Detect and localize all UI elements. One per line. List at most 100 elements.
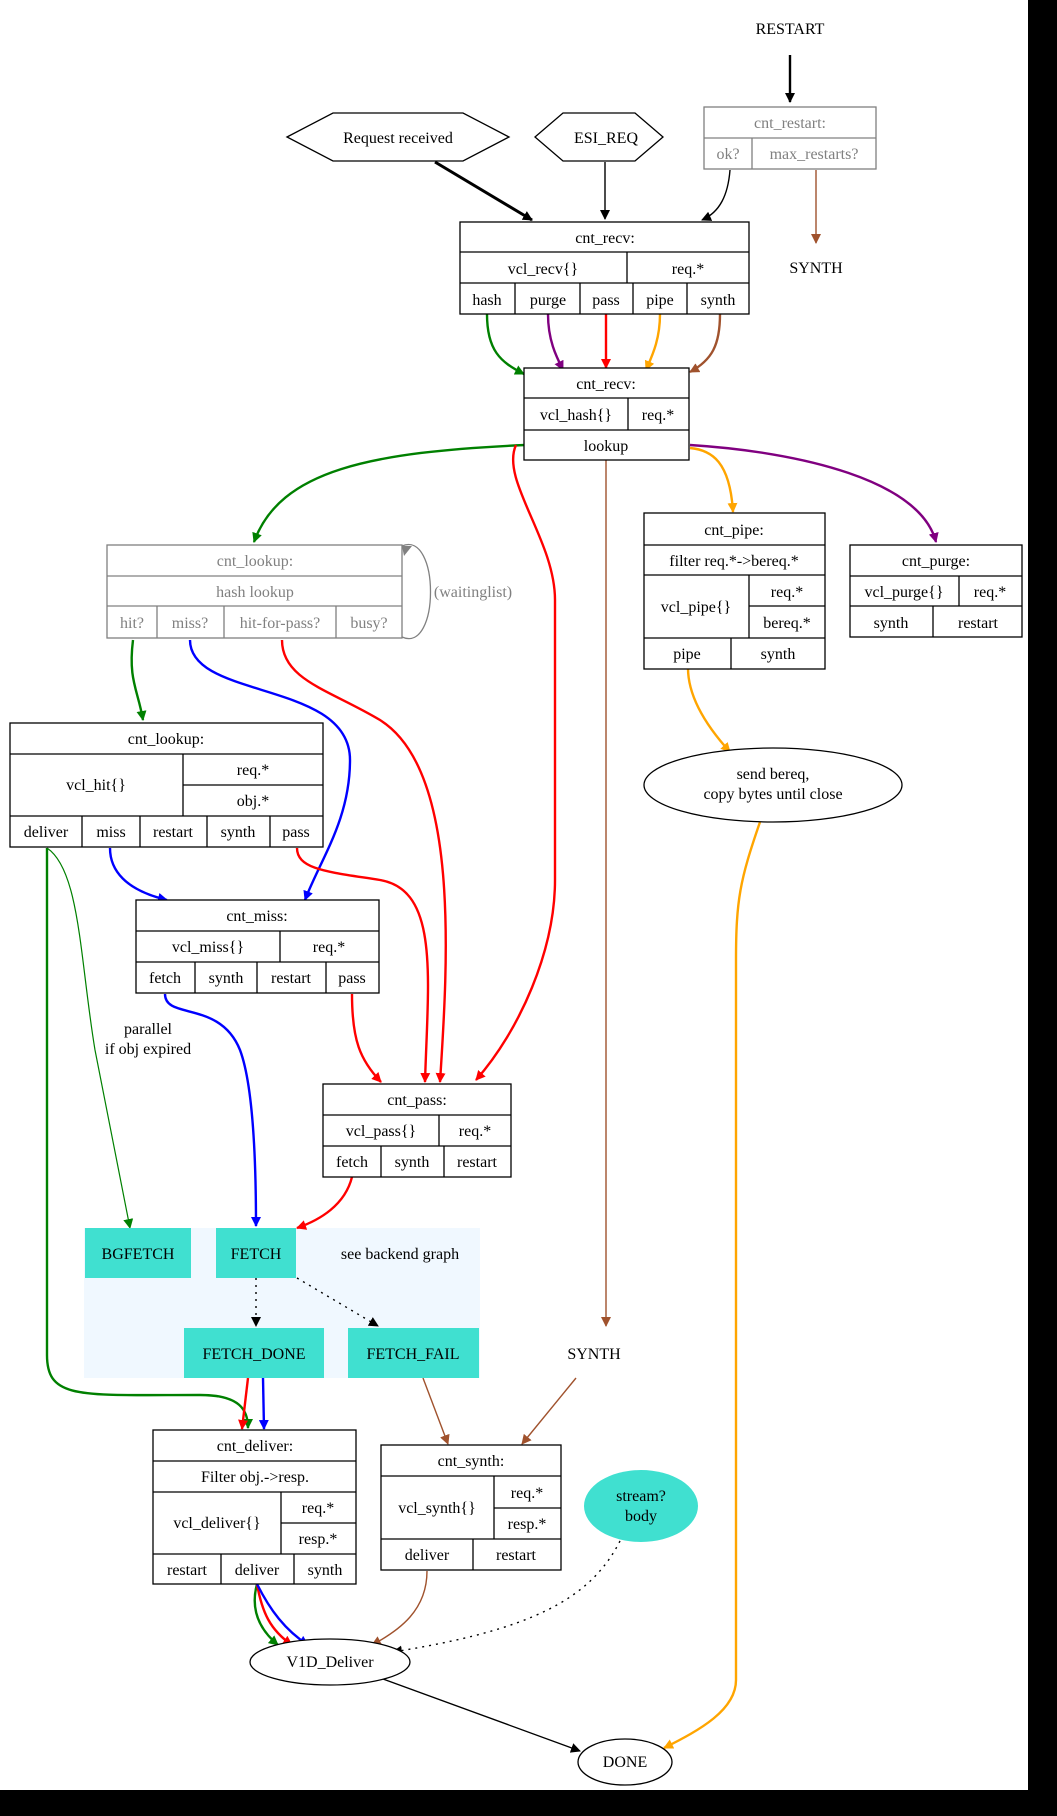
cnt-recv2-func: vcl_hash{} — [540, 407, 612, 424]
cnt-synth-title: cnt_synth: — [438, 1453, 505, 1470]
waitinglist-loop — [401, 543, 432, 640]
fetch-done-box: FETCH_DONE — [184, 1328, 324, 1378]
cnt-pipe-func: vcl_pipe{} — [661, 599, 731, 616]
edge-hit-miss-to-cnt-miss — [108, 847, 168, 903]
cnt-lookup2-restart: restart — [153, 824, 194, 841]
cnt-recv2-req: req.* — [642, 407, 674, 424]
edge-pass-fetch-to-fetch — [296, 1176, 354, 1230]
send-bereq-label-2: copy bytes until close — [703, 786, 842, 803]
cnt-miss-pass: pass — [338, 970, 366, 987]
edges — [45, 55, 939, 1753]
cnt-purge-func: vcl_purge{} — [864, 584, 943, 601]
edge-hit-deliver-to-bgfetch — [46, 847, 134, 1229]
edge-hit-pass-to-pass — [295, 847, 431, 1083]
synth-mid-label: SYNTH — [567, 1346, 621, 1363]
stream-body-node: stream? body — [584, 1470, 698, 1542]
cnt-recv-hash: hash — [472, 292, 501, 309]
cnt-lookup-hfp: hit-for-pass? — [240, 615, 321, 632]
cnt-recv2-lookup: lookup — [584, 438, 628, 455]
request-received-label: Request received — [343, 130, 453, 147]
edge-pipe-to-done — [663, 821, 762, 1750]
send-bereq-label-1: send bereq, — [737, 766, 810, 783]
cnt-lookup-busy: busy? — [350, 615, 387, 632]
cnt-recv-req: req.* — [672, 261, 704, 278]
cnt-lookup-sub: hash lookup — [216, 584, 294, 601]
fetch-box: FETCH — [216, 1228, 296, 1278]
cnt-recv-pipe: pipe — [646, 292, 674, 309]
edge-pipe-to-send — [686, 667, 731, 753]
cnt-recv-title: cnt_recv: — [575, 230, 635, 247]
send-bereq-node: send bereq, copy bytes until close — [643, 747, 903, 823]
edge-synth-to-cnt-synth — [521, 1377, 577, 1445]
edge-lookup-to-cnt-lookup — [252, 443, 526, 543]
cnt-pipe-pipe: pipe — [673, 646, 701, 663]
edge-miss-fetch-to-fetch — [163, 993, 261, 1227]
edge-restart-ok-to-recv — [701, 169, 731, 221]
cnt-lookup2-synth: synth — [221, 824, 256, 841]
see-backend-label: see backend graph — [341, 1246, 459, 1263]
edge-recv-synth — [689, 313, 722, 374]
cnt-lookup2-obj: obj.* — [237, 793, 269, 810]
cnt-purge-restart: restart — [958, 615, 999, 632]
parallel-label-1: parallel — [124, 1021, 173, 1038]
cnt-lookup-miss: miss? — [172, 615, 208, 632]
cnt-pass-node: cnt_pass: vcl_pass{} req.* fetch synth r… — [322, 1083, 512, 1178]
cnt-deliver-func: vcl_deliver{} — [173, 1515, 260, 1532]
restart-label: RESTART — [756, 21, 825, 38]
cnt-purge-synth: synth — [874, 615, 909, 632]
done-node: DONE — [577, 1738, 673, 1786]
cnt-deliver-title: cnt_deliver: — [217, 1438, 293, 1455]
cnt-recv-func: vcl_recv{} — [508, 261, 578, 278]
edge-miss-pass-to-pass — [350, 993, 382, 1083]
edge-deliver-green — [253, 1583, 279, 1646]
edge-recv-pipe — [644, 313, 662, 371]
esi-req-label: ESI_REQ — [574, 130, 638, 147]
cnt-miss-synth: synth — [209, 970, 244, 987]
cnt-recv-purge: purge — [530, 292, 566, 309]
cnt-miss-node: cnt_miss: vcl_miss{} req.* fetch synth r… — [135, 899, 380, 994]
edge-fetch-to-fetch-fail — [296, 1277, 379, 1327]
stream-label-2: body — [625, 1508, 657, 1525]
cnt-pass-fetch: fetch — [336, 1154, 368, 1171]
cnt-miss-func: vcl_miss{} — [172, 939, 244, 956]
cnt-miss-restart: restart — [271, 970, 312, 987]
request-received-node: Request received — [285, 112, 511, 162]
cnt-miss-fetch: fetch — [149, 970, 181, 987]
edge-hfp-to-pass — [280, 639, 447, 1083]
diagram-canvas: RESTART Request received ESI_REQ cnt_res… — [0, 0, 1028, 1790]
cnt-pipe-title: cnt_pipe: — [704, 522, 764, 539]
edge-fetch-done-blue — [258, 1377, 269, 1430]
cnt-synth-node: cnt_synth: vcl_synth{} req.* resp.* deli… — [380, 1444, 562, 1571]
waitinglist-label: (waitinglist) — [434, 584, 512, 601]
cnt-restart-ok: ok? — [716, 146, 739, 163]
cnt-lookup2-deliver: deliver — [24, 824, 69, 841]
cnt-miss-req: req.* — [313, 939, 345, 956]
cnt-lookup2-miss: miss — [96, 824, 125, 841]
cnt-lookup2-req: req.* — [237, 762, 269, 779]
cnt-restart-title: cnt_restart: — [754, 115, 826, 132]
cnt-restart-node: cnt_restart: ok? max_restarts? — [703, 106, 877, 170]
bgfetch-label: BGFETCH — [102, 1246, 175, 1263]
bgfetch-box: BGFETCH — [85, 1228, 191, 1278]
varnish-client-flow-diagram: RESTART Request received ESI_REQ cnt_res… — [9, 21, 1023, 1786]
edge-synth-deliver — [371, 1570, 428, 1646]
cnt-deliver-node: cnt_deliver: Filter obj.->resp. vcl_deli… — [152, 1429, 357, 1585]
cnt-pipe-node: cnt_pipe: filter req.*->bereq.* vcl_pipe… — [643, 512, 826, 670]
cnt-pipe-synth: synth — [761, 646, 796, 663]
cnt-recv-pass: pass — [592, 292, 620, 309]
cnt-deliver-deliver: deliver — [235, 1562, 280, 1579]
cnt-synth-deliver: deliver — [405, 1547, 450, 1564]
cnt-purge-title: cnt_purge: — [902, 553, 970, 570]
fetch-done-label: FETCH_DONE — [202, 1346, 305, 1363]
cnt-deliver-resp: resp.* — [299, 1531, 338, 1548]
cnt-deliver-filter: Filter obj.->resp. — [201, 1469, 309, 1486]
edge-request-to-recv — [434, 160, 533, 222]
edge-hit-deliver-to-deliver — [45, 848, 253, 1429]
cnt-miss-title: cnt_miss: — [226, 908, 287, 925]
cnt-pipe-req: req.* — [771, 584, 803, 601]
cnt-restart-max: max_restarts? — [770, 146, 859, 163]
edge-recv-purge — [546, 313, 565, 371]
cnt-pass-func: vcl_pass{} — [346, 1123, 416, 1140]
cnt-pipe-bereq: bereq.* — [763, 615, 811, 632]
edge-deliver-red — [255, 1583, 293, 1646]
